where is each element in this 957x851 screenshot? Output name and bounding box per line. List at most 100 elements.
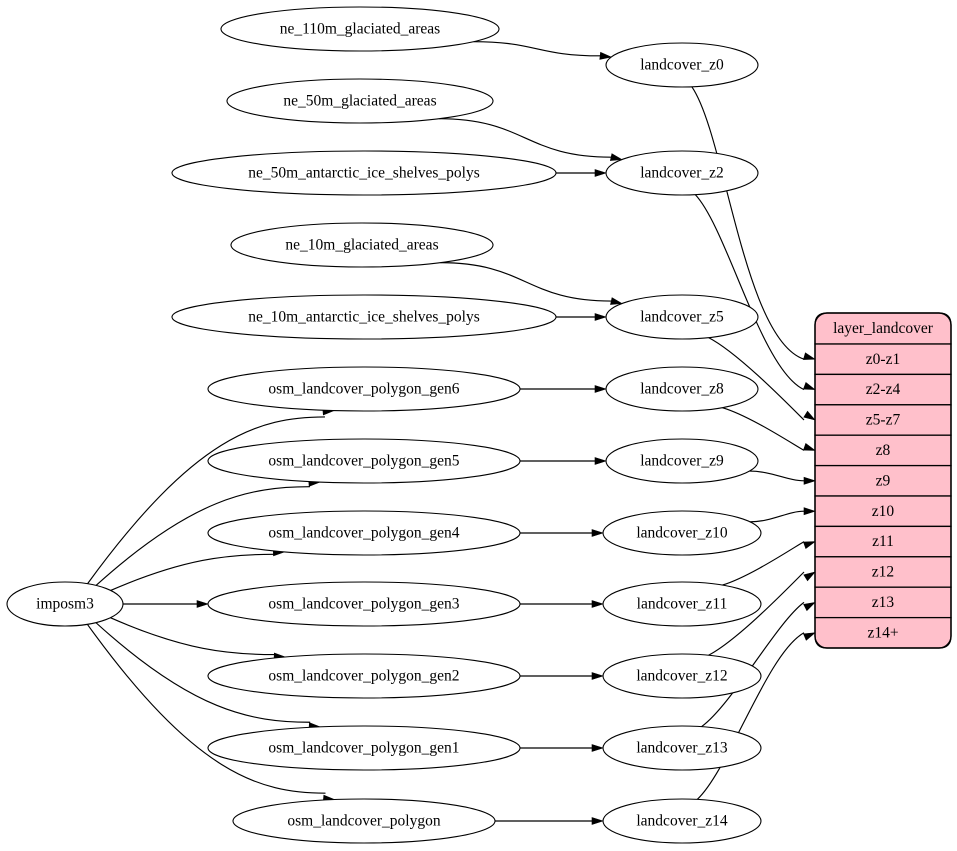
node-shape (605, 42, 759, 88)
node-osm_landcover_polygon_gen1[interactable]: osm_landcover_polygon_gen1 (207, 725, 521, 771)
node-ne_110m_glaciated_areas[interactable]: ne_110m_glaciated_areas (220, 6, 500, 52)
table-row-shape (814, 556, 952, 588)
edge-imposm3-to-osm_landcover_polygon_gen5 (95, 486, 310, 586)
node-shape (605, 366, 759, 412)
node-imposm3[interactable]: imposm3 (6, 581, 124, 627)
arrowhead-row-z5-z7 (803, 410, 816, 421)
edge-landcover_z2-to-row-z2-z4 (694, 194, 805, 391)
node-shape (602, 798, 762, 844)
node-osm_landcover_polygon_gen2[interactable]: osm_landcover_polygon_gen2 (207, 653, 521, 699)
node-landcover_z9[interactable]: landcover_z9 (605, 438, 759, 484)
node-shape (232, 798, 496, 844)
node-shape (207, 653, 521, 699)
node-osm_landcover_polygon_gen6[interactable]: osm_landcover_polygon_gen6 (207, 366, 521, 412)
table-row-z8[interactable]: z8 (814, 434, 952, 467)
node-landcover_z2[interactable]: landcover_z2 (605, 150, 759, 196)
arrowhead-row-z11 (803, 541, 816, 550)
table-row-shape (814, 495, 952, 528)
edge-landcover_z13-to-row-z13 (701, 601, 805, 728)
arrowhead-row-z12 (803, 571, 816, 582)
node-ne_10m_glaciated_areas[interactable]: ne_10m_glaciated_areas (230, 222, 494, 268)
node-shape (230, 222, 494, 268)
table-row-z14+[interactable]: z14+ (814, 616, 952, 649)
arrowhead-landcover_z13 (591, 744, 604, 752)
arrowhead-row-z13 (803, 601, 816, 612)
node-shape (6, 581, 124, 627)
table-row-z2-z4[interactable]: z2-z4 (814, 373, 952, 406)
table-row-shape (814, 434, 952, 467)
arrowhead-row-z9 (803, 476, 816, 485)
arrowhead-landcover_z2 (609, 153, 623, 161)
layer-landcover-table: layer_landcoverz0-z1z2-z4z5-z7z8z9z10z11… (814, 312, 952, 649)
arrowhead-osm_landcover_polygon_gen3 (196, 600, 209, 608)
arrowhead-landcover_z9 (594, 457, 607, 465)
node-shape (602, 725, 762, 771)
edge-imposm3-to-osm_landcover_polygon_gen4 (110, 553, 274, 591)
node-landcover_z10[interactable]: landcover_z10 (602, 510, 762, 556)
arrowhead-landcover_z5 (610, 297, 623, 305)
node-shape (207, 581, 521, 627)
node-shape (605, 438, 759, 484)
edge-landcover_z12-to-row-z12 (708, 571, 805, 656)
nodes-layer: imposm3 ne_110m_glaciated_areas ne_50m_gla… (6, 6, 762, 844)
node-osm_landcover_polygon_gen3[interactable]: osm_landcover_polygon_gen3 (207, 581, 521, 627)
arrowhead-row-z0-z1 (803, 352, 816, 360)
table-row-shape (814, 586, 952, 619)
arrowhead-row-z2-z4 (803, 382, 816, 390)
edge-imposm3-to-osm_landcover_polygon_gen1 (95, 622, 311, 723)
edge-landcover_z0-to-row-z0-z1 (691, 86, 805, 360)
node-shape (207, 438, 521, 484)
table-row-z5-z7[interactable]: z5-z7 (814, 404, 952, 436)
node-shape (605, 294, 759, 340)
node-osm_landcover_polygon[interactable]: osm_landcover_polygon (232, 798, 496, 844)
node-landcover_z12[interactable]: landcover_z12 (602, 653, 762, 699)
arrowhead-row-z14+ (803, 632, 816, 641)
edge-landcover_z5-to-row-z5-z7 (708, 337, 805, 421)
table-row-z12[interactable]: z12 (814, 556, 952, 588)
table-row-z11[interactable]: z11 (814, 525, 952, 558)
node-ne_50m_glaciated_areas[interactable]: ne_50m_glaciated_areas (226, 78, 494, 124)
arrowhead-row-z10 (803, 507, 816, 516)
node-landcover_z14[interactable]: landcover_z14 (602, 798, 762, 844)
table-outline (814, 312, 952, 649)
node-shape (207, 366, 521, 412)
table-row-shape (814, 404, 952, 436)
node-osm_landcover_polygon_gen4[interactable]: osm_landcover_polygon_gen4 (207, 510, 521, 556)
arrowhead-row-z8 (803, 442, 816, 451)
table-row-shape (814, 525, 952, 558)
node-shape (602, 510, 762, 556)
edge-ne_10m_glaciated_areas-to-landcover_z5 (440, 262, 612, 302)
node-landcover_z13[interactable]: landcover_z13 (602, 725, 762, 771)
node-landcover_z11[interactable]: landcover_z11 (602, 581, 762, 627)
node-shape (207, 725, 521, 771)
arrowhead-landcover_z8 (594, 385, 607, 393)
table-header-shape (814, 312, 952, 345)
edge-landcover_z14-to-row-z14+ (696, 632, 805, 800)
node-ne_50m_antarctic_ice_shelves_polys[interactable]: ne_50m_antarctic_ice_shelves_polys (171, 150, 557, 196)
node-ne_10m_antarctic_ice_shelves_polys[interactable]: ne_10m_antarctic_ice_shelves_polys (171, 294, 557, 340)
table-header-cell: layer_landcover (814, 312, 952, 345)
edge-imposm3-to-osm_landcover_polygon_gen6 (87, 416, 325, 585)
node-landcover_z5[interactable]: landcover_z5 (605, 294, 759, 340)
table-row-z0-z1[interactable]: z0-z1 (814, 343, 952, 376)
edge-imposm3-to-osm_landcover_polygon (86, 623, 326, 794)
node-landcover_z0[interactable]: landcover_z0 (605, 42, 759, 88)
node-landcover_z8[interactable]: landcover_z8 (605, 366, 759, 412)
node-shape (207, 510, 521, 556)
node-shape (602, 581, 762, 627)
table-row-shape (814, 616, 952, 649)
node-shape (602, 653, 762, 699)
table-row-z13[interactable]: z13 (814, 586, 952, 619)
node-osm_landcover_polygon_gen5[interactable]: osm_landcover_polygon_gen5 (207, 438, 521, 484)
arrowhead-landcover_z14 (591, 817, 604, 825)
table-row-shape (814, 343, 952, 376)
edge-landcover_z8-to-row-z8 (722, 407, 805, 451)
table-row-z10[interactable]: z10 (814, 495, 952, 528)
node-shape (605, 150, 759, 196)
edge-ne_110m_glaciated_areas-to-landcover_z0 (473, 41, 601, 57)
node-shape (220, 6, 500, 52)
edge-landcover_z11-to-row-z11 (722, 541, 805, 586)
table-row-shape (814, 464, 952, 497)
table-row-z9[interactable]: z9 (814, 464, 952, 497)
